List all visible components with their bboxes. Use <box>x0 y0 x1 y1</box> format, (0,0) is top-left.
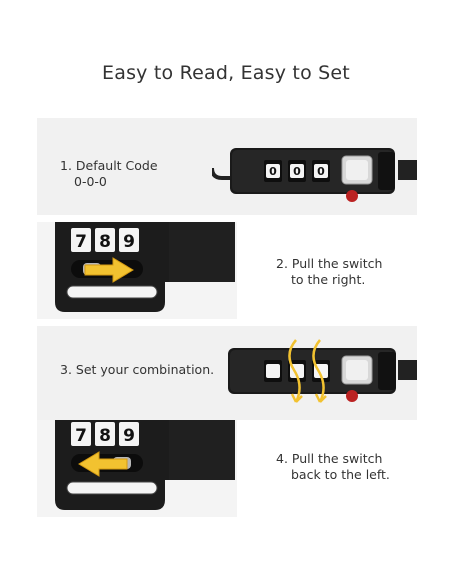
closeup-digit-9b: 9 <box>123 426 135 446</box>
step-1-line1: 1. Default Code <box>60 158 158 173</box>
closeup-digit-7b: 7 <box>75 426 87 446</box>
step-4-line1: 4. Pull the switch <box>276 451 383 466</box>
closeup-digit-8b: 8 <box>99 426 111 446</box>
step-3-text: 3. Set your combination. <box>60 362 214 378</box>
closeup-digit-9: 9 <box>123 232 135 252</box>
step-2-line2: to the right. <box>291 272 366 287</box>
step-1-text: 1. Default Code 0-0-0 <box>60 158 158 190</box>
default-digit-3: 0 <box>317 165 325 178</box>
arrow-left-icon <box>78 451 128 477</box>
default-digit-2: 0 <box>293 165 301 178</box>
default-digit-1: 0 <box>269 165 277 178</box>
step-4-text: 4. Pull the switch back to the left. <box>276 451 390 483</box>
step-2-line1: 2. Pull the switch <box>276 256 383 271</box>
arrow-right-icon <box>84 257 134 283</box>
rotate-arrow-icon <box>288 339 301 403</box>
rotate-arrow-icon-2 <box>312 339 325 403</box>
step-2-text: 2. Pull the switch to the right. <box>276 256 382 288</box>
switch-right-closeup: 7 8 9 <box>37 222 237 319</box>
switch-left-closeup: 7 8 9 <box>37 420 237 517</box>
lock-setting-image <box>228 339 417 403</box>
closeup-digit-7: 7 <box>75 232 87 252</box>
step-3-line1: 3. Set your combination. <box>60 362 215 377</box>
page-title: Easy to Read, Easy to Set <box>102 62 350 84</box>
step-1-line2: 0-0-0 <box>74 174 107 189</box>
step-4-line2: back to the left. <box>291 467 390 482</box>
closeup-digit-8: 8 <box>99 232 111 252</box>
lock-default-image: 0 0 0 <box>212 148 417 202</box>
